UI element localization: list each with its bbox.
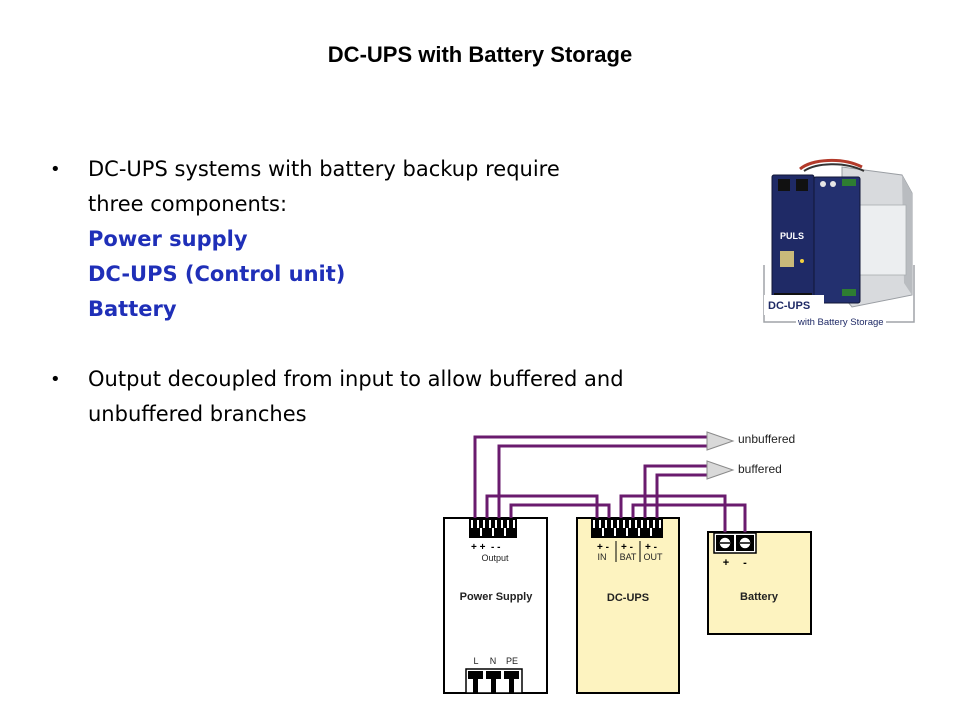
wire-ps-plus-ups-in: [485, 494, 599, 525]
ups-name-label: DC-UPS: [607, 592, 649, 604]
wire-ps-minus-unbuffered: [497, 444, 710, 525]
ups-bat-label: BAT: [620, 552, 637, 562]
wire-ps-minus-ups-in: [509, 503, 611, 525]
ps-input-label-pe: PE: [506, 656, 518, 666]
ps-name-label: Power Supply: [460, 591, 534, 603]
ps-output-terminal-block: [469, 518, 517, 538]
power-supply-box: [443, 517, 548, 694]
ups-out-polarities: + -: [645, 542, 657, 553]
unbuffered-arrow-icon: [706, 431, 735, 451]
bullet-item-decoupled: • Output decoupled from input to allow b…: [50, 362, 730, 432]
bullet-list: • DC-UPS systems with battery backup req…: [50, 152, 730, 432]
ps-output-polarities: + + - -: [471, 542, 500, 553]
wire-ps-plus-unbuffered: [473, 435, 710, 525]
battery-minus-label: -: [743, 557, 747, 569]
battery-terminal-block: [713, 532, 757, 554]
wire-bat-plus: [619, 494, 727, 540]
wire-out-plus-buffered: [643, 464, 710, 525]
battery-plus-screw-icon: [718, 536, 732, 550]
bullet-text-line: Output decoupled from input to allow buf…: [88, 367, 624, 391]
ups-in-label: IN: [598, 552, 607, 562]
wires: [473, 435, 747, 540]
bullet-text-line: DC-UPS systems with battery backup requi…: [88, 157, 560, 181]
battery-minus-screw-icon: [738, 536, 752, 550]
caption-subtitle: with Battery Storage: [797, 317, 884, 328]
ps-output-label: Output: [481, 553, 509, 563]
battery-plus-label: +: [723, 557, 729, 569]
slide-title: DC-UPS with Battery Storage: [327, 42, 633, 67]
battery-name-label: Battery: [740, 591, 779, 603]
battery-box: [707, 531, 812, 635]
bullet-dot: •: [50, 369, 61, 390]
wire-out-minus-buffered: [655, 473, 710, 525]
ps-input-label-l: L: [473, 656, 478, 666]
ps-input-label-n: N: [490, 656, 497, 666]
highlight-power-supply: Power supply: [88, 227, 248, 251]
buffered-label: buffered: [738, 462, 782, 476]
caption-frame: [763, 265, 915, 323]
ps-input-terminal-block: [465, 668, 523, 694]
ups-terminal-block: [591, 518, 663, 538]
dc-ups-box: [576, 517, 680, 694]
wire-bat-minus: [631, 503, 747, 540]
caption-title: DC-UPS: [768, 300, 810, 312]
ups-out-label: OUT: [644, 552, 664, 562]
bullet-text-line: unbuffered branches: [88, 402, 307, 426]
bullet-item-components: • DC-UPS systems with battery backup req…: [50, 152, 730, 327]
highlight-battery: Battery: [88, 297, 177, 321]
ups-bat-polarities: + -: [621, 542, 633, 553]
buffered-arrow-icon: [706, 460, 735, 480]
product-image: PULS DC-UPS with Battery Storage: [763, 158, 915, 328]
brand-logo: PULS: [780, 231, 804, 241]
dc-ups-module-graphic: [813, 176, 861, 304]
power-supply-module-graphic: PULS: [771, 174, 815, 304]
ups-in-polarities: + -: [597, 542, 609, 553]
highlight-dc-ups: DC-UPS (Control unit): [88, 262, 346, 286]
unbuffered-label: unbuffered: [738, 432, 795, 446]
bullet-dot: •: [50, 159, 61, 180]
bullet-text-line: three components:: [88, 192, 288, 216]
